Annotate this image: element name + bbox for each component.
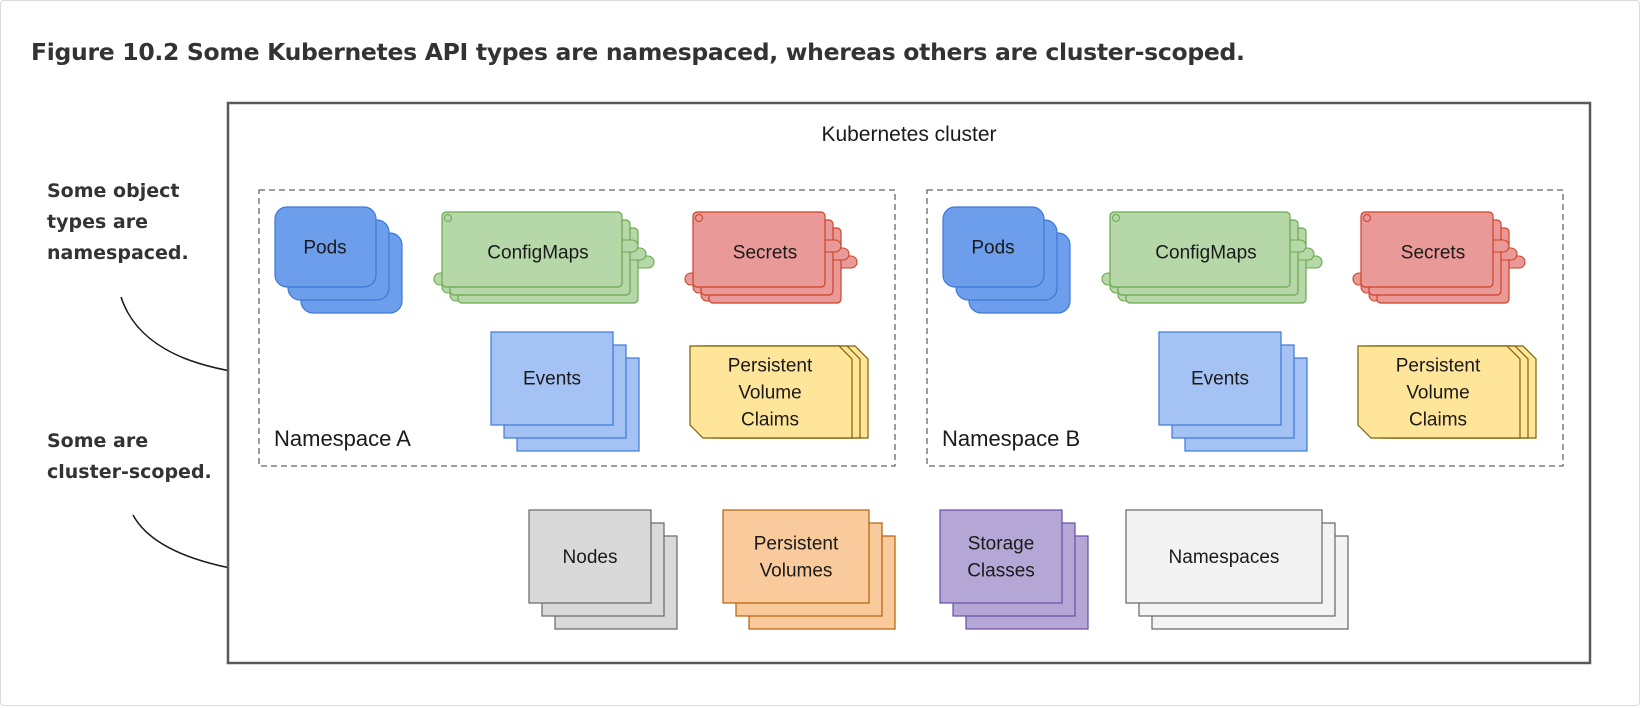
pvcs-label: Persistent (728, 356, 813, 377)
figure-title: Figure 10.2 Some Kubernetes API types ar… (31, 38, 1245, 66)
events-label: Events (1191, 369, 1249, 390)
events-stack (1158, 331, 1308, 452)
storage-classes-label: Storage (968, 534, 1035, 555)
namespace-label: Namespace A (274, 426, 411, 451)
pvcs-label: Claims (741, 410, 799, 431)
namespaced-annotation: Some object types are namespaced. (47, 176, 189, 269)
events-label: Events (523, 369, 581, 390)
storage-classes-label: Classes (967, 561, 1035, 582)
pvcs-stack (689, 345, 869, 439)
secrets-stack (684, 211, 858, 304)
secrets-stack-roll (695, 214, 703, 222)
configmaps-stack-roll (444, 214, 452, 222)
secrets-stack-roll (1363, 214, 1371, 222)
secrets-stack-sheet (692, 211, 826, 288)
secrets-stack (1352, 211, 1526, 304)
configmaps-stack-roll (1112, 214, 1120, 222)
configmaps-stack (433, 211, 655, 304)
cluster-label: Kubernetes cluster (821, 123, 996, 146)
nodes-stack (528, 509, 678, 630)
configmaps-label: ConfigMaps (487, 243, 588, 264)
pvcs-stack-card (1357, 345, 1521, 439)
events-stack-card (1158, 331, 1282, 426)
persistent-volumes-stack (722, 509, 896, 630)
namespace-boundary (926, 189, 1564, 467)
pods-stack (274, 206, 403, 314)
secrets-label: Secrets (733, 243, 797, 264)
annotation-line: Some are (47, 430, 149, 452)
pvcs-label: Persistent (1396, 356, 1481, 377)
events-stack-card (490, 331, 614, 426)
annotation-line: types are (47, 211, 148, 233)
annotation-line: Some object (47, 180, 180, 202)
annotation-line: namespaced. (47, 242, 189, 264)
namespaces-stack (1125, 509, 1349, 630)
pvcs-label: Volume (1406, 383, 1469, 404)
cluster-scoped-annotation: Some are cluster-scoped. (47, 426, 212, 488)
secrets-stack-sheet (1360, 211, 1494, 288)
storage-classes-stack (939, 509, 1089, 630)
configmaps-stack-sheet (1109, 211, 1291, 288)
configmaps-stack-sheet (441, 211, 623, 288)
pods-stack (942, 206, 1071, 314)
pvcs-label: Volume (738, 383, 801, 404)
persistent-volumes-label: Volumes (760, 561, 833, 582)
storage-classes-stack-card (939, 509, 1063, 604)
pvcs-stack (1357, 345, 1537, 439)
namespaces-stack-card (1125, 509, 1323, 604)
pods-label: Pods (971, 238, 1014, 259)
nodes-label: Nodes (563, 547, 618, 568)
events-stack (490, 331, 640, 452)
configmaps-label: ConfigMaps (1155, 243, 1256, 264)
pods-label: Pods (303, 238, 346, 259)
configmaps-stack (1101, 211, 1323, 304)
persistent-volumes-stack-card (722, 509, 870, 604)
pods-stack-card (274, 206, 377, 288)
nodes-stack-card (528, 509, 652, 604)
namespace-label: Namespace B (942, 426, 1080, 451)
pvcs-stack-card (689, 345, 853, 439)
pods-stack-card (942, 206, 1045, 288)
secrets-label: Secrets (1401, 243, 1465, 264)
annotation-line: cluster-scoped. (47, 461, 212, 483)
namespace-boundary (258, 189, 896, 467)
persistent-volumes-label: Persistent (754, 534, 839, 555)
namespaces-label: Namespaces (1169, 547, 1280, 568)
pvcs-label: Claims (1409, 410, 1467, 431)
